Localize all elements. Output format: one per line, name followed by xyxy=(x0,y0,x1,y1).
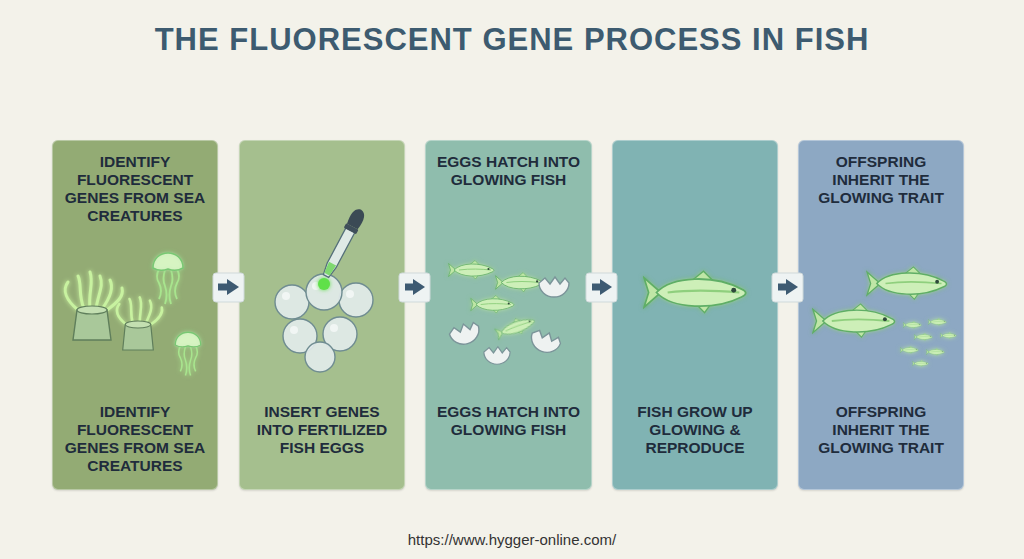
hatching-illustration xyxy=(448,261,569,365)
connector-layer xyxy=(218,287,790,288)
process-step-panel: EGGS HATCH INTO GLOWING FISH EGGS HATCH I… xyxy=(425,140,592,490)
arrow-backing xyxy=(399,273,430,302)
gene-dot xyxy=(318,278,330,290)
offspring-illustration xyxy=(813,267,956,367)
grown-fish-illustration xyxy=(644,271,746,312)
step-text: OFFSPRING INHERIT THE GLOWING TRAIT xyxy=(805,403,957,457)
arrow-backing xyxy=(772,273,803,302)
jellyfish xyxy=(153,253,183,304)
arrow-backing xyxy=(586,273,617,302)
step-text: FISH GROW UP GLOWING & REPRODUCE xyxy=(619,403,771,457)
process-step-panel: IDENTIFY FLUORESCENT GENES FROM SEA CREA… xyxy=(52,140,218,490)
flow-arrow xyxy=(592,284,604,291)
fish-egg xyxy=(305,342,335,372)
fish-egg xyxy=(283,319,317,353)
anemone xyxy=(65,272,122,340)
step-text: IDENTIFY FLUORESCENT GENES FROM SEA CREA… xyxy=(59,153,211,225)
fish-egg xyxy=(339,283,373,317)
sea-creatures-illustration xyxy=(65,253,201,376)
flow-arrow xyxy=(405,284,417,291)
step-text: EGGS HATCH INTO GLOWING FISH xyxy=(432,403,585,439)
fish-egg xyxy=(275,285,309,319)
diagram-title: THE FLUORESCENT GENE PROCESS IN FISH xyxy=(0,22,1024,58)
fish-eggs-illustration xyxy=(275,206,373,372)
process-step-panel: INSERT GENES INTO FERTILIZED FISH EGGS xyxy=(239,140,405,490)
step-text: INSERT GENES INTO FERTILIZED FISH EGGS xyxy=(246,403,398,457)
arrow-backings xyxy=(213,273,803,302)
arrow-backing xyxy=(213,273,244,302)
fish-egg xyxy=(306,274,342,310)
anemone xyxy=(117,297,162,350)
flow-arrow xyxy=(778,284,790,291)
step-text: EGGS HATCH INTO GLOWING FISH xyxy=(432,153,585,189)
flow-arrow xyxy=(218,284,231,291)
jellyfish xyxy=(175,332,201,375)
fish-egg xyxy=(323,317,357,351)
source-url: https://www.hygger-online.com/ xyxy=(312,531,712,548)
step-text: OFFSPRING INHERIT THE GLOWING TRAIT xyxy=(805,153,957,207)
step-text: IDENTIFY FLUORESCENT GENES FROM SEA CREA… xyxy=(59,403,211,475)
dropper xyxy=(320,206,368,279)
process-step-panel: FISH GROW UP GLOWING & REPRODUCE xyxy=(612,140,778,490)
process-step-panel: OFFSPRING INHERIT THE GLOWING TRAIT OFFSP… xyxy=(798,140,964,490)
